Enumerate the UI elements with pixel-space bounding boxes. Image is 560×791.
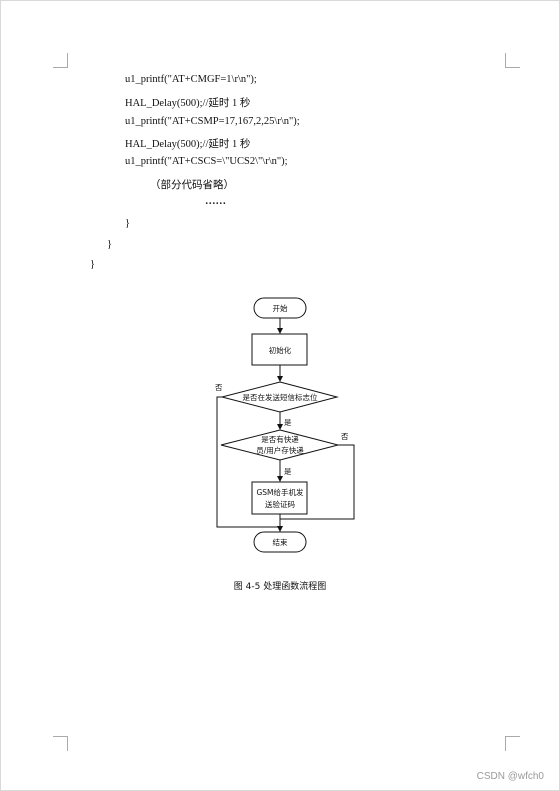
code-line-6: （部分代码省略） — [150, 180, 234, 191]
decision2-label-1: 是否有快递 — [261, 434, 299, 444]
decision2-label-2: 员/用户存快递 — [256, 445, 304, 455]
code-line-8: } — [125, 218, 131, 229]
yes2-label: 是 — [284, 467, 292, 476]
loop-no1 — [216, 396, 280, 528]
yes1-label: 是 — [284, 418, 292, 427]
crop-mark-top-left — [53, 53, 68, 68]
code-line-2: HAL_Delay(500);//延时 1 秒 — [125, 98, 251, 109]
code-line-3: u1_printf("AT+CSMP=17,167,2,25\r\n"); — [125, 116, 300, 127]
code-line-5: u1_printf("AT+CSCS=\"UCS2\"\r\n"); — [125, 156, 288, 167]
code-line-7: …… — [205, 196, 226, 207]
loop-no2 — [280, 444, 355, 520]
init-process — [251, 333, 308, 366]
start-label: 开始 — [273, 303, 288, 313]
watermark: CSDN @wfch0 — [476, 771, 544, 782]
crop-mark-bottom-right — [505, 736, 520, 751]
crop-mark-bottom-left — [53, 736, 68, 751]
gsm-process — [251, 481, 308, 515]
decision1-label: 是否在发送短信标志位 — [243, 392, 318, 402]
no1-label: 否 — [215, 383, 223, 392]
code-line-4: HAL_Delay(500);//延时 1 秒 — [125, 139, 251, 150]
code-line-9: } — [107, 239, 113, 250]
init-label: 初始化 — [269, 345, 292, 355]
figure-caption: 图 4-5 处理函数流程图 — [233, 582, 327, 592]
end-label: 结束 — [273, 537, 288, 547]
gsm-label-1: GSM给手机发 — [256, 487, 304, 497]
code-line-1: u1_printf("AT+CMGF=1\r\n"); — [125, 74, 257, 85]
end-terminal — [253, 531, 307, 553]
gsm-label-2: 送验证码 — [265, 499, 295, 509]
no2-label: 否 — [341, 432, 349, 441]
crop-mark-top-right — [505, 53, 520, 68]
code-line-10: } — [90, 259, 96, 270]
